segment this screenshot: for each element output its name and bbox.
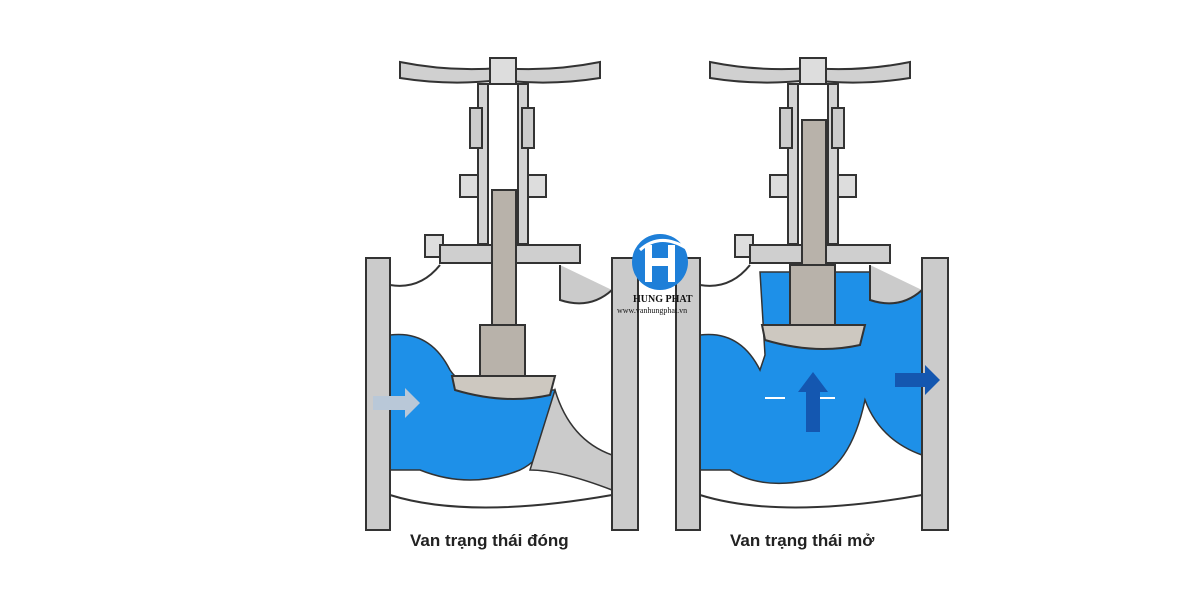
disc (789, 264, 836, 326)
caption-closed: Van trạng thái đóng (410, 531, 569, 550)
arrow-right-icon (895, 365, 940, 395)
caption-open: Van trạng thái mở (730, 531, 875, 550)
arrow-right-icon (373, 388, 420, 418)
closed-valve (365, 57, 639, 531)
logo-brand: HUNG PHAT (633, 294, 693, 305)
hung-phat-logo (632, 234, 688, 290)
stem (801, 119, 827, 281)
logo-website: www.vanhungphat.vn (617, 306, 688, 315)
arrow-up-icon (798, 372, 828, 432)
open-valve (675, 57, 949, 531)
